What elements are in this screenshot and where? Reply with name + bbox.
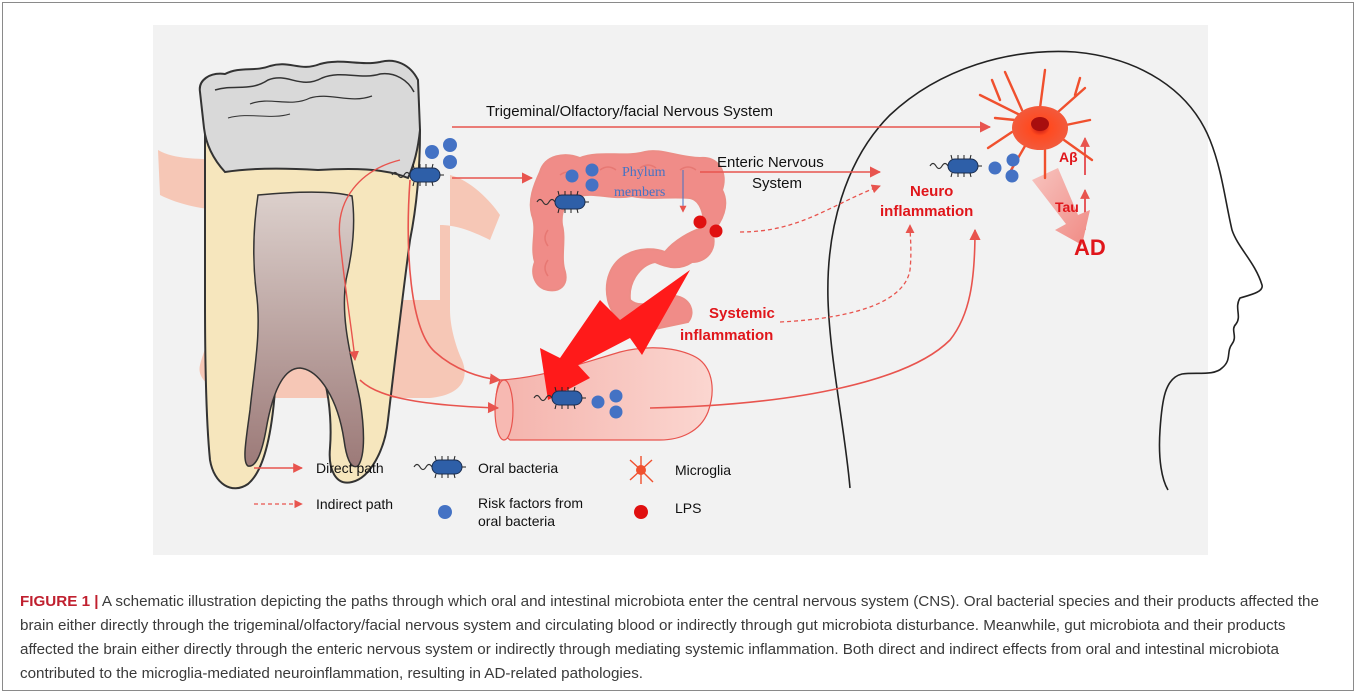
legend: Direct path Indirect path Oral bacteria … (254, 456, 731, 529)
label-abeta: Aβ (1059, 149, 1078, 165)
risk-dot (566, 170, 579, 183)
risk-dot (610, 406, 623, 419)
vessel-opening (495, 380, 513, 440)
label-neuro-2: inflammation (880, 203, 973, 220)
label-phylum-1: Phylum (622, 165, 666, 180)
label-neuro-1: Neuro (910, 183, 953, 200)
label-systemic-2: inflammation (680, 327, 773, 344)
risk-dot (592, 396, 605, 409)
legend-bacteria-icon (414, 456, 466, 478)
legend-risk-2: oral bacteria (478, 513, 555, 529)
risk-dot (1006, 170, 1019, 183)
tooth-enamel (200, 61, 420, 178)
risk-dot (1007, 154, 1020, 167)
label-enteric-2: System (752, 175, 802, 192)
tooth-pulp (245, 192, 364, 467)
lps-dot (710, 225, 723, 238)
legend-lps: LPS (675, 500, 701, 516)
label-systemic-1: Systemic (709, 305, 775, 322)
risk-dot (586, 179, 599, 192)
legend-microglia-icon (630, 456, 653, 484)
legend-microglia: Microglia (675, 462, 731, 478)
label-trigeminal: Trigeminal/Olfactory/facial Nervous Syst… (486, 103, 773, 120)
legend-oral-bacteria: Oral bacteria (478, 460, 558, 476)
lps-dot (694, 216, 707, 229)
label-tau: Tau (1055, 199, 1079, 215)
risk-dot (443, 138, 457, 152)
risk-dot (443, 155, 457, 169)
bacterium-brain (930, 155, 982, 177)
risk-dot (425, 145, 439, 159)
legend-direct-path: Direct path (316, 460, 384, 476)
legend-risk-1: Risk factors from (478, 495, 583, 511)
blood-vessel (496, 348, 712, 440)
legend-lps-dot (634, 505, 648, 519)
arrow-systemic-to-neuro (780, 225, 911, 322)
risk-dot (610, 390, 623, 403)
label-ad: AD (1074, 235, 1106, 260)
figure-label: FIGURE 1 | (20, 593, 99, 610)
risk-dot (989, 162, 1002, 175)
arrow-gut-to-neuro (740, 186, 880, 232)
risk-dot (586, 164, 599, 177)
figure-caption: FIGURE 1 | A schematic illustration depi… (20, 590, 1340, 686)
legend-indirect-path: Indirect path (316, 496, 393, 512)
label-enteric-1: Enteric Nervous (717, 154, 824, 171)
label-phylum-2: members (614, 185, 665, 200)
legend-risk-dot (438, 505, 452, 519)
caption-text: A schematic illustration depicting the p… (20, 593, 1319, 682)
